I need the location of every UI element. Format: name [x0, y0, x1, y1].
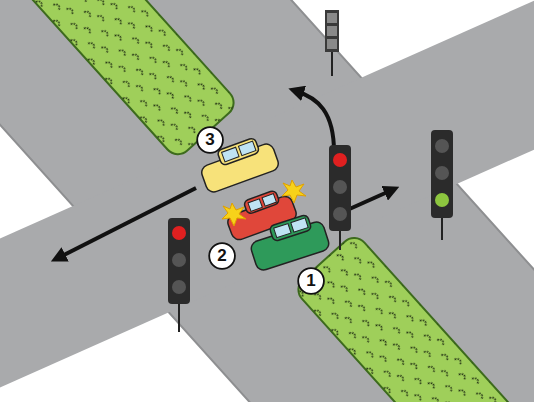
impact-burst [282, 180, 306, 203]
traffic-light [329, 145, 351, 250]
median-strip [0, 0, 239, 160]
green-car [246, 210, 331, 272]
callout-number: 2 [217, 246, 226, 266]
median-strip [293, 232, 534, 402]
grass-texture [293, 232, 534, 402]
circle-shape [197, 127, 223, 153]
circle-shape [209, 243, 235, 269]
grass-texture [0, 0, 239, 160]
callout-circle: 3 [196, 126, 224, 154]
traffic-light [168, 218, 190, 332]
callout-circle: 1 [297, 267, 325, 295]
traffic-light [431, 130, 453, 240]
impact-burst [222, 203, 246, 226]
callout-number: 3 [205, 130, 214, 150]
callout-number: 1 [306, 271, 315, 291]
circle-shape [298, 268, 324, 294]
path-arrow [345, 190, 392, 211]
path-arrow [296, 91, 334, 152]
sign-post [325, 10, 339, 76]
callout-circle: 2 [208, 242, 236, 270]
